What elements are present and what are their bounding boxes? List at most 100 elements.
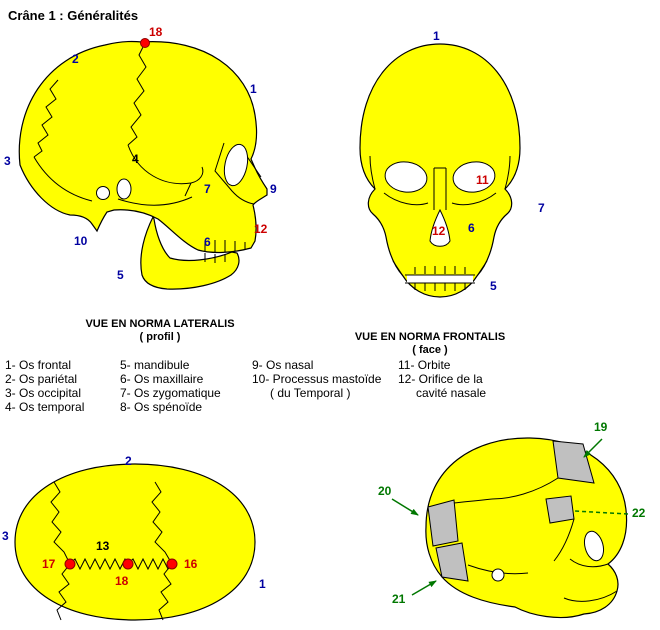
legend-column-1: 1- Os frontal 2- Os pariétal 3- Os occip…	[5, 358, 84, 414]
ear	[491, 568, 505, 582]
legend-item-12: 12- Orifice de la	[398, 372, 483, 386]
right-orbit	[452, 161, 496, 193]
neonatal-skull-figure: 19 20 21 22	[370, 415, 660, 630]
skull-outline	[425, 437, 628, 619]
mouth-lines	[405, 274, 475, 284]
coronal-suture	[151, 481, 173, 621]
label-18: 18	[149, 25, 163, 39]
frontal-subcaption: ( face )	[412, 344, 448, 356]
label-22: 22	[632, 506, 646, 520]
calvaria-outline	[14, 463, 256, 621]
dashed-line-22	[573, 510, 629, 515]
lateral-subcaption: ( profil )	[139, 331, 181, 343]
label-10: 10	[74, 234, 88, 248]
label-1: 1	[259, 577, 266, 591]
skull-outline	[359, 43, 521, 298]
label-2: 2	[72, 52, 79, 66]
orbit	[583, 530, 605, 562]
legend-item-2: 2- Os pariétal	[5, 372, 78, 386]
legend-item-11: 11- Orbite	[398, 358, 451, 372]
lambdoid-suture	[50, 481, 71, 621]
label-11: 11	[476, 173, 489, 187]
mouth-gap	[407, 275, 473, 283]
nasal-bones	[433, 167, 447, 210]
zygomatic-arch	[117, 196, 193, 206]
label-20: 20	[378, 484, 392, 498]
coronal-suture	[127, 42, 147, 146]
label-9: 9	[270, 182, 277, 196]
temporal-lines	[369, 155, 511, 190]
cheek-line	[569, 558, 609, 568]
label-21: 21	[392, 592, 406, 606]
ear-canal	[96, 186, 110, 200]
label-2: 2	[125, 454, 132, 468]
label-1: 1	[250, 82, 257, 96]
jaw-line	[563, 590, 618, 602]
lambdoid-suture	[33, 79, 59, 158]
label-1: 1	[433, 29, 440, 43]
fontanelle-posterior	[552, 440, 595, 484]
nasal-bone-line	[245, 154, 262, 178]
legend-item-4: 4- Os temporal	[5, 400, 85, 414]
legend-item-9: 9- Os nasal	[252, 358, 314, 372]
label-12: 12	[254, 222, 268, 236]
label-3: 3	[2, 529, 9, 543]
label-5: 5	[490, 279, 497, 293]
teeth-lines	[414, 266, 466, 291]
zygomatic-bone-lines	[214, 142, 255, 205]
label-18: 18	[115, 574, 129, 588]
arrow-21	[411, 580, 437, 596]
label-13: 13	[96, 539, 110, 553]
lambda-dot-17	[64, 558, 76, 570]
occipital-line	[33, 156, 93, 202]
label-7: 7	[538, 201, 545, 215]
frontal-skull-drawing	[359, 43, 521, 298]
fontanelle-back	[427, 499, 459, 547]
superior-skull-figure: 2 3 13 17 18 16 1	[0, 452, 285, 630]
nasal-aperture	[429, 208, 451, 247]
arrow-20	[391, 498, 419, 516]
label-3: 3	[4, 154, 11, 168]
bregma-dot-18	[140, 38, 150, 48]
lateral-caption: VUE EN NORMA LATERALIS	[85, 318, 235, 330]
legend-column-3: 9- Os nasal 10- Processus mastoïde ( du …	[252, 358, 381, 400]
neonatal-skull-drawing	[391, 437, 629, 619]
orbit	[223, 143, 249, 187]
left-orbit	[384, 161, 428, 193]
arrow-19	[583, 438, 603, 458]
page-title: Crâne 1 : Généralités	[8, 8, 139, 23]
label-17: 17	[42, 557, 56, 571]
legend-item-3: 3- Os occipital	[5, 386, 82, 400]
fontanelle-sphenoid	[545, 495, 575, 524]
legend-item-5: 5- mandibule	[120, 358, 190, 372]
label-7: 7	[204, 182, 211, 196]
label-6: 6	[204, 235, 211, 249]
vertex-dot-18	[122, 558, 134, 570]
label-6: 6	[468, 221, 475, 235]
mandible	[140, 215, 240, 290]
teeth-lines	[204, 240, 246, 263]
jaw-lines	[392, 260, 488, 277]
legend-column-2: 5- mandibule 6- Os maxillaire 7- Os zygo…	[120, 358, 221, 414]
legend-column-4: 11- Orbite 12- Orifice de la cavité nasa…	[398, 358, 486, 400]
label-12: 12	[432, 224, 446, 238]
fontanelle-mastoid	[435, 542, 469, 582]
label-5: 5	[117, 268, 124, 282]
legend-item-8: 8- Os spénoïde	[120, 400, 203, 414]
frontal-skull-figure: 1 11 7 12 6 5	[340, 28, 560, 308]
suture-lines	[453, 477, 575, 575]
lateral-skull-figure: 18 2 1 3 4 7 9 10 6 12 5	[0, 25, 300, 315]
label-19: 19	[594, 420, 608, 434]
legend-item-6: 6- Os maxillaire	[120, 372, 204, 386]
frontal-caption: VUE EN NORMA FRONTALIS	[354, 331, 506, 343]
temporal-line	[184, 182, 192, 197]
superior-skull-drawing	[14, 463, 256, 621]
legend-item-10b: ( du Temporal )	[270, 386, 351, 400]
legend-item-12b: cavité nasale	[416, 386, 487, 400]
bregma-dot-16	[166, 558, 178, 570]
cranium-outline	[18, 40, 268, 254]
tmj-fossa	[116, 178, 132, 200]
legend-item-10: 10- Processus mastoïde	[252, 372, 382, 386]
legend-item-7: 7- Os zygomatique	[120, 386, 221, 400]
